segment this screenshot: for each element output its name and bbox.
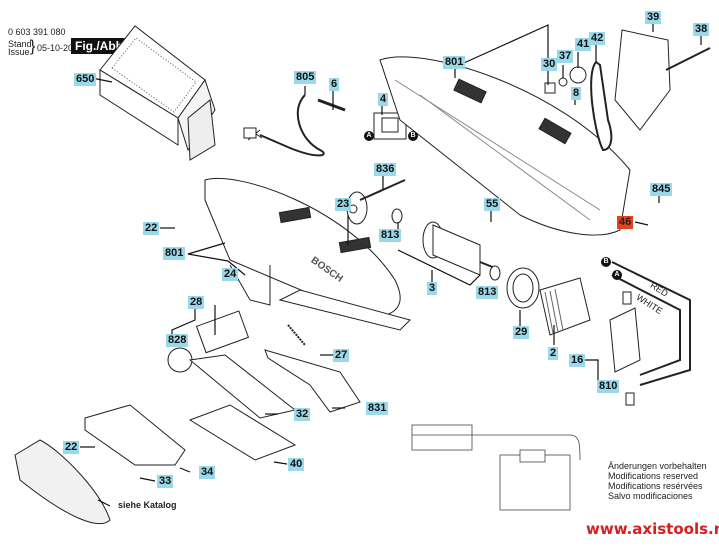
callout-34[interactable]: 34 bbox=[199, 466, 216, 479]
callout-801-left[interactable]: 801 bbox=[163, 247, 186, 260]
toothed-belt-part bbox=[590, 60, 613, 152]
connector-b-marker: B bbox=[601, 257, 611, 267]
callout-6[interactable]: 6 bbox=[329, 78, 340, 91]
field-coil-part bbox=[539, 277, 591, 336]
callout-22-top[interactable]: 22 bbox=[143, 222, 160, 235]
callout-32[interactable]: 32 bbox=[294, 408, 311, 421]
callout-39[interactable]: 39 bbox=[645, 11, 662, 24]
front-roller-part bbox=[167, 310, 250, 373]
callout-2[interactable]: 2 bbox=[548, 347, 559, 360]
callout-831[interactable]: 831 bbox=[366, 402, 389, 415]
spacer-part bbox=[544, 82, 556, 94]
siehe-katalog-note: siehe Katalog bbox=[118, 500, 177, 510]
part-number: 0 603 391 080 bbox=[8, 27, 66, 37]
stand-label: Stand bbox=[8, 39, 32, 49]
callout-40[interactable]: 40 bbox=[288, 458, 305, 471]
note-fr: Modifications resérvées bbox=[608, 481, 703, 491]
modifications-notes: Änderungen vorbehalten Modifications res… bbox=[608, 461, 707, 501]
callout-813-b[interactable]: 813 bbox=[476, 286, 499, 299]
callout-46-highlighted[interactable]: 46 bbox=[617, 216, 634, 229]
callout-33[interactable]: 33 bbox=[157, 475, 174, 488]
washer-part bbox=[558, 77, 568, 87]
carbon-brush-part-2 bbox=[625, 392, 635, 406]
leader-lines bbox=[80, 22, 702, 507]
callout-27[interactable]: 27 bbox=[333, 349, 350, 362]
note-es: Salvo modificaciones bbox=[608, 491, 693, 501]
callout-3[interactable]: 3 bbox=[427, 282, 438, 295]
callout-30[interactable]: 30 bbox=[541, 58, 558, 71]
callout-4[interactable]: 4 bbox=[378, 93, 389, 106]
callout-29[interactable]: 29 bbox=[513, 326, 530, 339]
tension-lever-part bbox=[264, 349, 361, 413]
issue-label: Issue bbox=[8, 47, 30, 57]
motor-housing-part bbox=[379, 56, 631, 236]
brush-holder-part bbox=[609, 307, 641, 373]
note-en: Modifications reserved bbox=[608, 471, 699, 481]
callout-650[interactable]: 650 bbox=[74, 73, 97, 86]
callout-16[interactable]: 16 bbox=[569, 354, 586, 367]
wiring-schematic bbox=[411, 424, 581, 511]
callout-55[interactable]: 55 bbox=[484, 198, 501, 211]
power-cord-part bbox=[243, 94, 346, 157]
callout-42[interactable]: 42 bbox=[589, 32, 606, 45]
callout-23[interactable]: 23 bbox=[335, 198, 352, 211]
callout-37[interactable]: 37 bbox=[557, 50, 574, 63]
bearing-ring-part bbox=[506, 267, 540, 309]
brace: } bbox=[30, 38, 36, 55]
callout-845[interactable]: 845 bbox=[650, 183, 673, 196]
callout-41[interactable]: 41 bbox=[575, 38, 592, 51]
switch-connector-b: B bbox=[408, 131, 418, 141]
pulley-part bbox=[569, 66, 587, 84]
callout-8[interactable]: 8 bbox=[571, 87, 582, 100]
issue-date: 05-10-20 bbox=[37, 43, 74, 53]
spring-part bbox=[287, 324, 306, 346]
base-plate-part bbox=[188, 404, 297, 461]
sanding-belt-part bbox=[14, 439, 111, 525]
callout-836[interactable]: 836 bbox=[374, 163, 397, 176]
callout-810[interactable]: 810 bbox=[597, 380, 620, 393]
callout-813-a[interactable]: 813 bbox=[379, 229, 402, 242]
screw-part bbox=[665, 47, 711, 71]
armature-part bbox=[391, 208, 501, 281]
belt-cover-part bbox=[614, 29, 671, 131]
platen-part bbox=[84, 404, 186, 466]
website-link[interactable]: www.axistools.ru bbox=[586, 520, 719, 538]
callout-828[interactable]: 828 bbox=[166, 334, 189, 347]
switch-connector-a: A bbox=[364, 131, 374, 141]
callout-28[interactable]: 28 bbox=[188, 296, 205, 309]
dust-box-part bbox=[99, 25, 216, 161]
callout-38[interactable]: 38 bbox=[693, 23, 710, 36]
handle-housing-part bbox=[204, 178, 411, 331]
connector-a-marker: A bbox=[612, 270, 622, 280]
callout-24[interactable]: 24 bbox=[222, 268, 239, 281]
carbon-brush-part bbox=[622, 291, 632, 305]
note-de: Änderungen vorbehalten bbox=[608, 461, 707, 471]
callout-805[interactable]: 805 bbox=[294, 71, 317, 84]
callout-22-bottom[interactable]: 22 bbox=[63, 441, 80, 454]
callout-801-top[interactable]: 801 bbox=[443, 56, 466, 69]
